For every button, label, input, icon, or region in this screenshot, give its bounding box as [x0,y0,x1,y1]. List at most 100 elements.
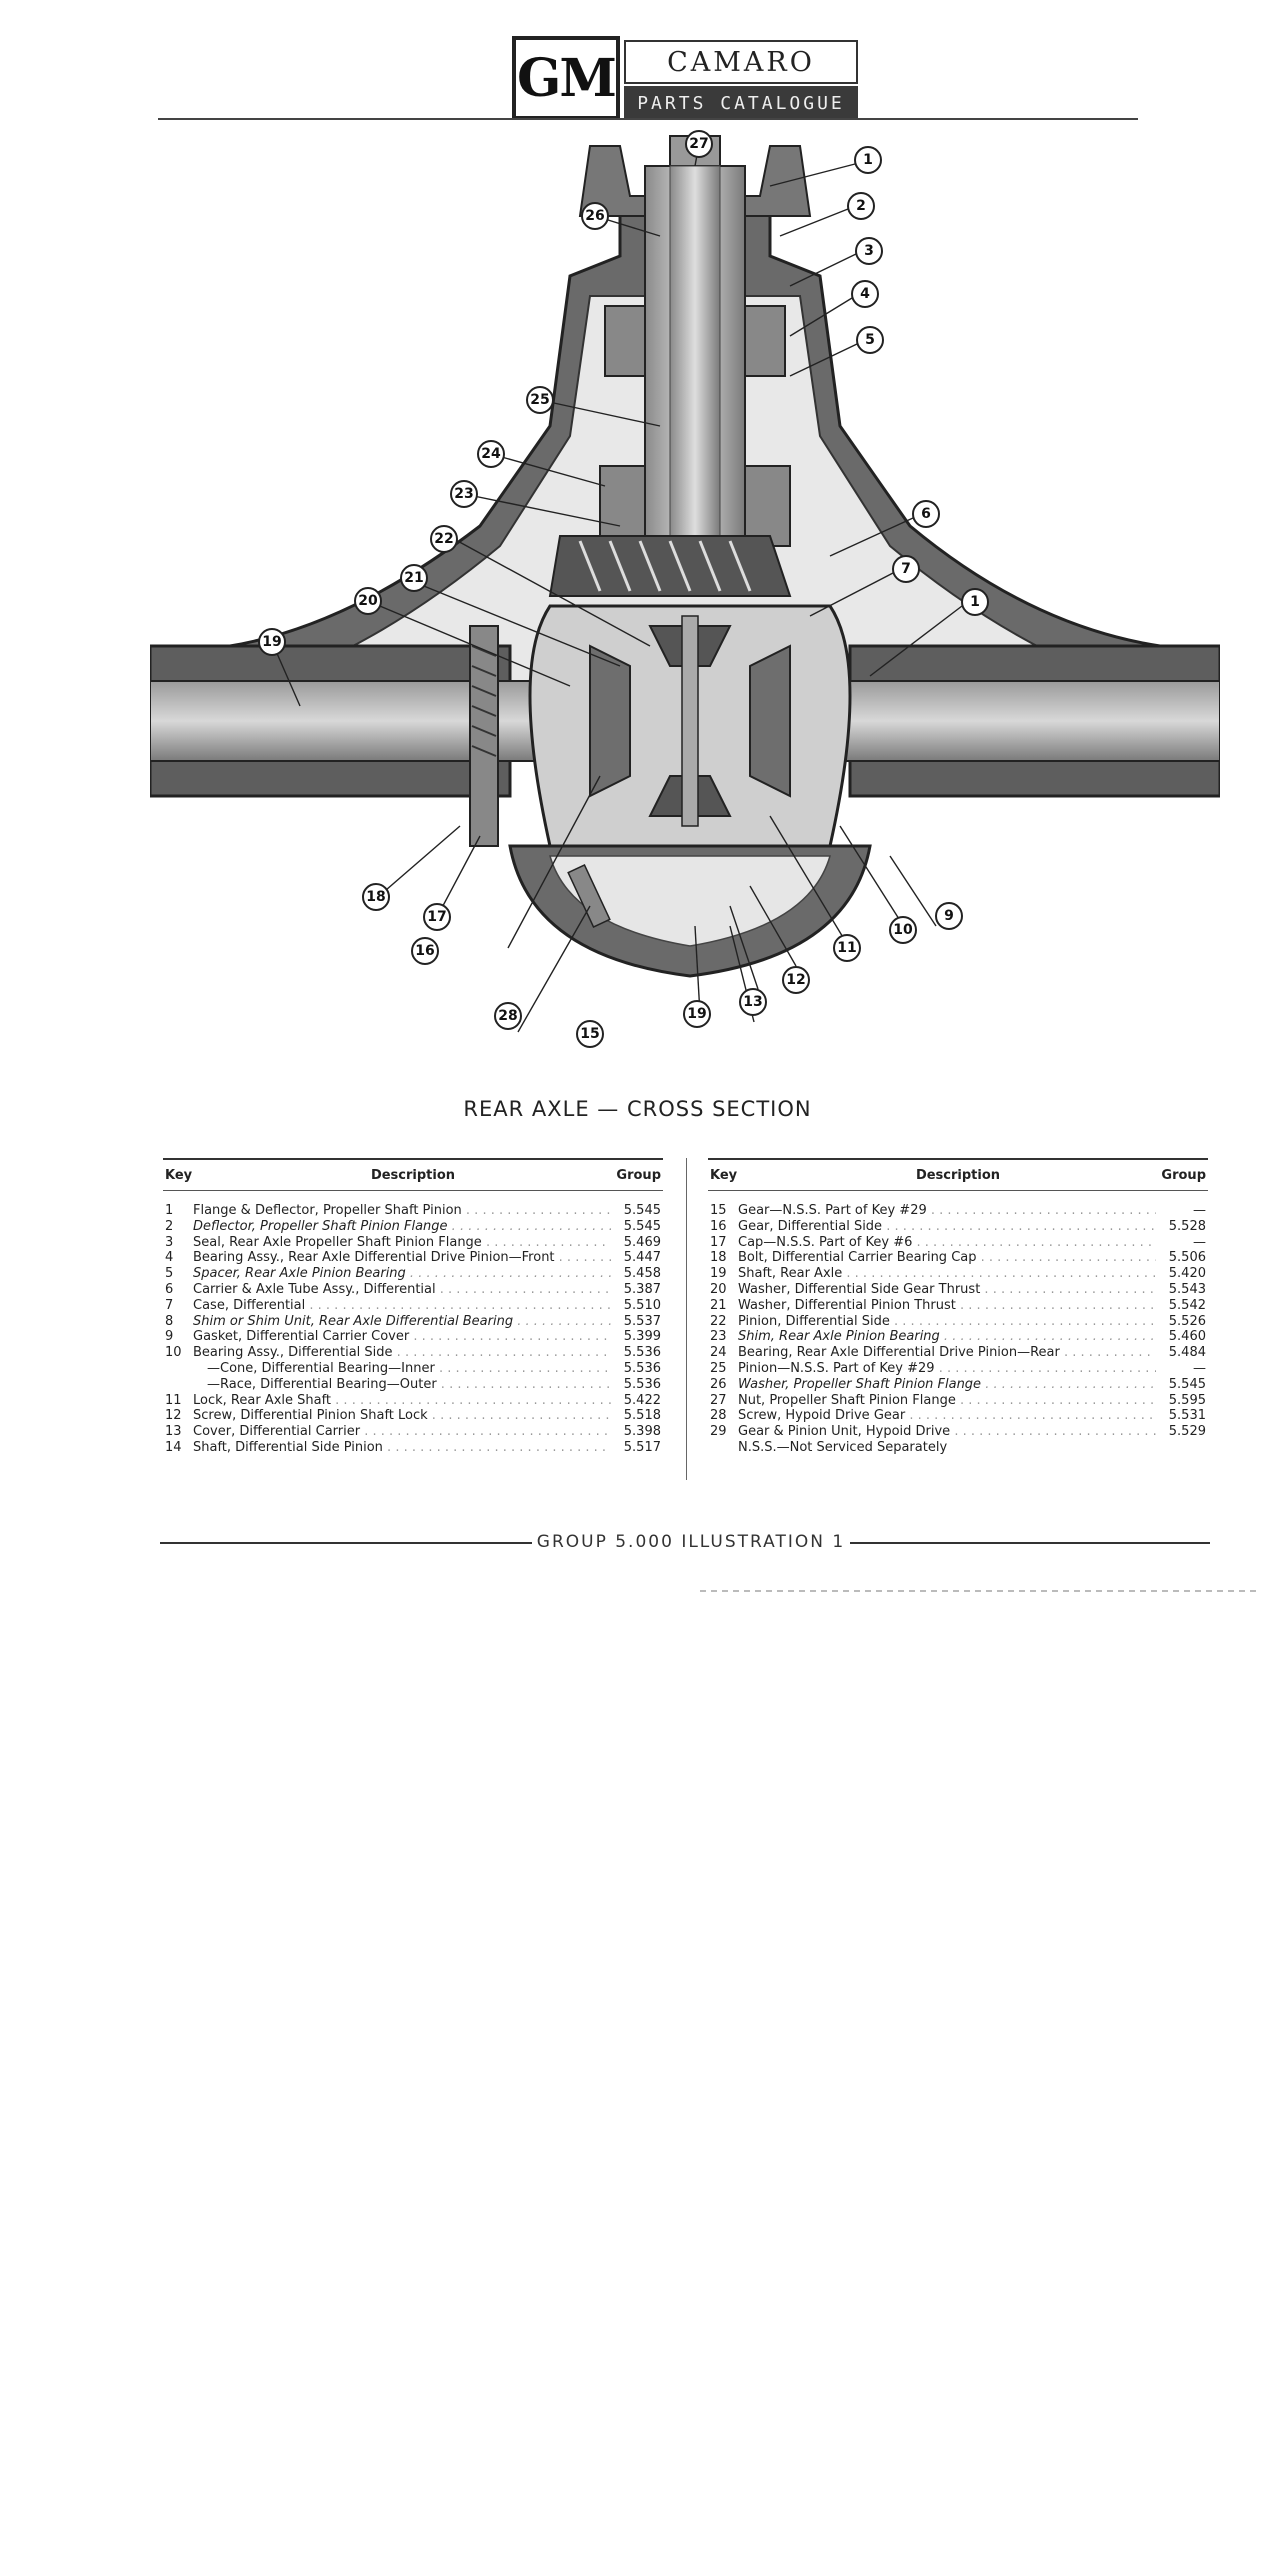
callout-22: 22 [430,525,458,553]
gm-logo: GM [512,36,620,120]
part-key: 10 [165,1345,182,1361]
svg-text:5: 5 [865,332,875,348]
part-group: 5.537 [613,1313,661,1330]
table-header: Description Key Group [163,1158,663,1191]
part-description: Bolt, Differential Carrier Bearing Cap [738,1250,1156,1266]
part-key: 20 [710,1281,727,1297]
callout-2: 2 [847,192,875,220]
axle-shaft-left [150,680,591,762]
part-description: Pinion—N.S.S. Part of Key #29 [738,1361,1156,1377]
part-key: 17 [710,1234,727,1250]
svg-text:11: 11 [837,940,856,956]
part-key: 27 [710,1392,727,1408]
part-group: 5.484 [1158,1345,1206,1361]
part-description: Shaft, Rear Axle [738,1266,1156,1282]
svg-text:1: 1 [863,152,873,168]
part-group: 5.536 [613,1345,661,1361]
callout-8: 1 [961,588,989,616]
part-group: 5.543 [1158,1281,1206,1298]
part-group: 5.460 [1158,1329,1206,1346]
parts-row: 25 Pinion—N.S.S. Part of Key #29— [708,1360,1208,1377]
svg-text:26: 26 [585,208,604,224]
header-rule [158,118,1138,120]
svg-text:25: 25 [530,392,549,408]
rear-axle-cross-section-illustration: 1 2 3 4 5 6 7 1 9 10 11 12 13 15 16 17 1… [150,130,1220,1048]
part-group: 5.458 [613,1266,661,1282]
part-key: 28 [710,1408,727,1424]
header-key: Key [165,1168,193,1183]
part-description: Deflector, Propeller Shaft Pinion Flange [193,1219,611,1235]
part-key: 4 [165,1250,174,1266]
callout-6: 6 [912,500,940,528]
part-group: 5.545 [613,1203,661,1219]
svg-text:24: 24 [481,446,501,462]
parts-row: N.S.S.—Not Serviced Separately [708,1440,1208,1456]
part-group: 5.526 [1158,1313,1206,1330]
callout-23: 23 [450,480,478,508]
part-key: 11 [165,1392,182,1408]
part-key: 8 [165,1313,174,1329]
callout-9: 9 [935,902,963,930]
svg-text:27: 27 [689,136,708,152]
model-title: CAMARO [624,40,858,84]
header-group: Group [1161,1168,1206,1183]
part-group: — [1158,1234,1206,1251]
svg-text:16: 16 [415,943,434,959]
part-description: Gear & Pinion Unit, Hypoid Drive [738,1424,1156,1440]
svg-text:17: 17 [427,909,446,925]
catalogue-header: GM CAMARO PARTS CATALOGUE [512,36,858,120]
part-key: 24 [710,1345,727,1361]
callout-12: 12 [782,966,810,994]
svg-text:9: 9 [944,908,954,924]
svg-text:22: 22 [434,531,453,547]
part-group: — [1158,1360,1206,1377]
part-key: 23 [710,1329,727,1345]
part-key: 7 [165,1297,174,1313]
part-group: 5.536 [613,1360,661,1377]
svg-text:13: 13 [743,994,762,1010]
part-key: 6 [165,1281,174,1297]
part-key: 21 [710,1297,727,1313]
footer-rule-left [160,1542,532,1544]
svg-text:6: 6 [921,506,931,522]
catalogue-title: PARTS CATALOGUE [624,86,858,120]
part-description: Gasket, Differential Carrier Cover [193,1329,611,1345]
parts-row: 24 Bearing, Rear Axle Differential Drive … [708,1345,1208,1361]
callout-10: 10 [889,916,917,944]
part-group: 5.529 [1158,1424,1206,1440]
figure-caption: REAR AXLE — CROSS SECTION [463,1097,812,1121]
part-description: Bearing, Rear Axle Differential Drive Pi… [738,1345,1156,1361]
part-group: 5.528 [1158,1218,1206,1235]
part-key: 3 [165,1234,174,1250]
part-description: Pinion, Differential Side [738,1314,1156,1330]
footer-label: GROUP 5.000 ILLUSTRATION 1 [536,1532,846,1552]
axle-shaft-right [789,680,1220,762]
callout-27: 27 [685,130,713,158]
part-key: 5 [165,1266,174,1282]
svg-text:18: 18 [366,889,385,905]
callout-20: 20 [354,587,382,615]
svg-text:12: 12 [786,972,805,988]
part-description: Case, Differential [193,1298,611,1314]
part-key: 25 [710,1360,727,1376]
part-description: Screw, Hypoid Drive Gear [738,1408,1156,1424]
part-description: Nut, Propeller Shaft Pinion Flange [738,1393,1156,1409]
svg-text:1: 1 [970,594,980,610]
parts-row: —Cone, Differential Bearing—Inner5.536 [163,1360,663,1377]
table-divider [686,1158,687,1480]
